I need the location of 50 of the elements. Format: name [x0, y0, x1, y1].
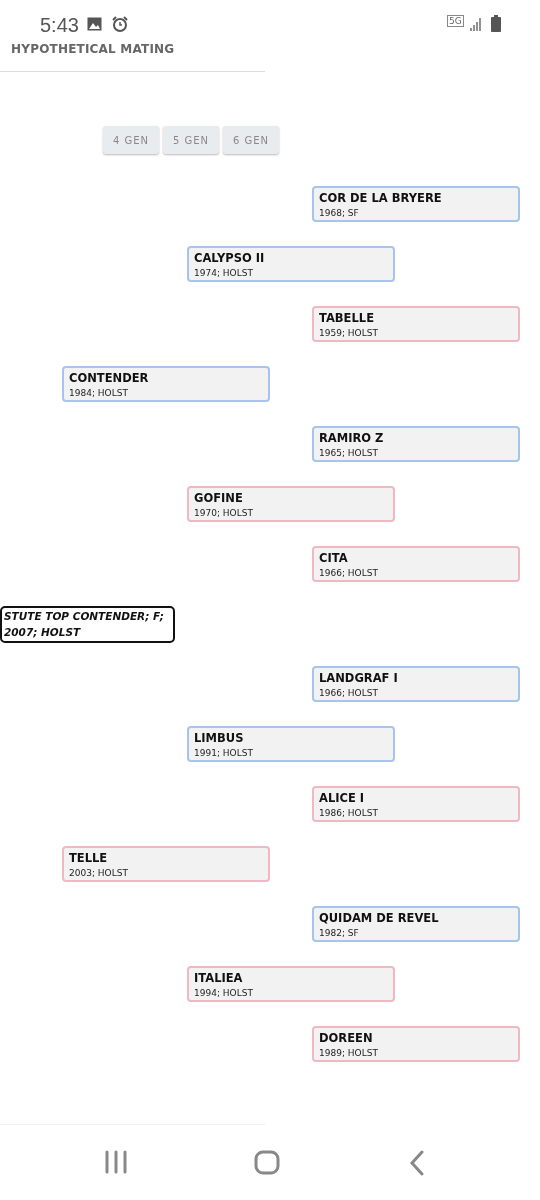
birth-year-breed: 1994; HOLST — [194, 987, 254, 1000]
horse-name: RAMIRO Z — [319, 430, 385, 447]
horse-name: COR DE LA BRYERE — [319, 190, 443, 207]
clock-time: 5:43 — [40, 14, 79, 37]
generation-button: 4 GEN — [103, 126, 159, 154]
ancestor-card — [312, 426, 520, 462]
ancestor-card — [312, 786, 520, 822]
horse-name: LANDGRAF I — [319, 670, 399, 687]
birth-year-breed: 1968; SF — [319, 207, 360, 220]
birth-year-breed: 1970; HOLST — [194, 507, 254, 520]
ancestor-card — [312, 306, 520, 342]
ancestor-card — [62, 846, 270, 882]
ancestor-card — [62, 366, 270, 402]
ancestor-card — [312, 1026, 520, 1062]
ancestor-card — [187, 246, 395, 282]
subject-card — [0, 606, 175, 643]
birth-year-breed: 1982; SF — [319, 927, 360, 940]
ancestor-card — [312, 906, 520, 942]
birth-year-breed: 1984; HOLST — [69, 387, 129, 400]
generation-button: 6 GEN — [223, 126, 279, 154]
birth-year-breed: 2003; HOLST — [69, 867, 129, 880]
ancestor-card — [187, 966, 395, 1002]
ancestor-card — [312, 186, 520, 222]
ancestor-card — [312, 546, 520, 582]
ancestor-card — [187, 726, 395, 762]
birth-year-breed: 1974; HOLST — [194, 267, 254, 280]
ancestor-card — [187, 486, 395, 522]
birth-year-breed: 1989; HOLST — [319, 1047, 379, 1060]
birth-year-breed: 1966; HOLST — [319, 567, 379, 580]
horse-name: ITALIEA — [194, 970, 244, 987]
horse-name: CONTENDER — [69, 370, 150, 387]
horse-name: TABELLE — [319, 310, 375, 327]
birth-year-breed: 1991; HOLST — [194, 747, 254, 760]
birth-year-breed: 1986; HOLST — [319, 807, 379, 820]
horse-name: QUIDAM DE REVEL — [319, 910, 440, 927]
page-title: HYPOTHETICAL MATING — [11, 42, 175, 56]
horse-name: CALYPSO II — [194, 250, 266, 267]
generation-button: 5 GEN — [163, 126, 219, 154]
horse-name: TELLE — [69, 850, 109, 867]
horse-name: LIMBUS — [194, 730, 245, 747]
horse-name: DOREEN — [319, 1030, 374, 1047]
birth-year-breed: 1965; HOLST — [319, 447, 379, 460]
horse-name: GOFINE — [194, 490, 244, 507]
birth-year-breed: 1959; HOLST — [319, 327, 379, 340]
horse-name: CITA — [319, 550, 349, 567]
horse-name: ALICE I — [319, 790, 366, 807]
horse-name: STUTE TOP CONTENDER; F; 2007; HOLST — [4, 609, 165, 640]
birth-year-breed: 1966; HOLST — [319, 687, 379, 700]
network-indicator: 5G — [447, 15, 464, 27]
ancestor-card — [312, 666, 520, 702]
